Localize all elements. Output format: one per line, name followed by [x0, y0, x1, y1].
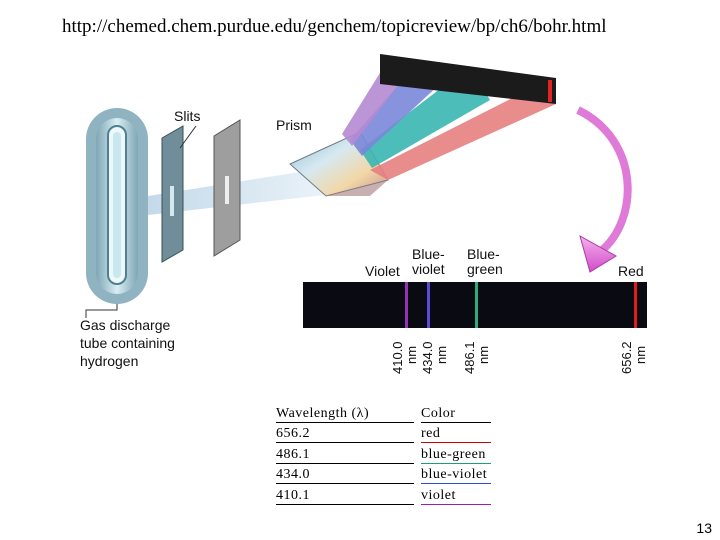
wavelength-cell: 434.0	[276, 463, 414, 484]
color-cell: violet	[421, 483, 491, 505]
blue-green-label-1: Blue-	[467, 246, 500, 262]
table-header-row: Wavelength (λ) Color	[276, 402, 491, 423]
wavelength-header: Wavelength (λ)	[276, 402, 414, 423]
color-cell: blue-violet	[421, 463, 491, 484]
curved-arrow	[576, 106, 632, 256]
tube-label-line-2: tube containing	[80, 335, 175, 351]
slits-pointer	[179, 125, 197, 149]
table-row: 434.0 blue-violet	[276, 463, 491, 484]
tube-label-line-1: Gas discharge	[80, 317, 170, 333]
tube-leader-line	[85, 304, 118, 318]
spectrum-line-656	[634, 282, 637, 328]
table-row: 656.2 red	[276, 422, 491, 443]
wavelength-434-unit: nm	[434, 346, 449, 364]
violet-label: Violet	[365, 263, 400, 279]
source-url: http://chemed.chem.purdue.edu/genchem/to…	[62, 16, 607, 37]
spectrum-line-486	[475, 282, 478, 328]
wavelength-656-unit: nm	[633, 346, 648, 364]
blue-violet-label-2: violet	[412, 261, 445, 277]
wavelength-cell: 656.2	[276, 422, 414, 443]
slit-1-opening	[170, 186, 174, 216]
table-row: 410.1 violet	[276, 483, 491, 505]
color-cell: blue-green	[421, 442, 491, 464]
wavelength-486-value: 486.1	[462, 341, 477, 374]
blue-green-label-2: green	[467, 261, 503, 277]
prism-shadow	[326, 180, 388, 196]
tube-label-line-3: hydrogen	[80, 353, 138, 369]
wavelength-434-value: 434.0	[420, 341, 435, 374]
upper-screen	[380, 54, 556, 104]
spectrum-line-434	[427, 282, 430, 328]
wavelength-656-value: 656.2	[619, 341, 634, 374]
color-cell: red	[421, 422, 491, 443]
wavelength-cell: 410.1	[276, 483, 414, 505]
ray-red	[370, 78, 556, 180]
red-label: Red	[618, 263, 644, 279]
discharge-tube	[86, 108, 148, 304]
curved-arrow-head	[579, 234, 617, 273]
table-row: 486.1 blue-green	[276, 442, 491, 464]
wavelength-cell: 486.1	[276, 442, 414, 464]
wavelength-410-unit: nm	[404, 346, 419, 364]
slit-2-opening	[225, 176, 229, 204]
slits-label: Slits	[174, 108, 200, 124]
wavelength-410-value: 410.0	[390, 341, 405, 374]
color-header: Color	[421, 402, 491, 423]
wavelength-color-table: Wavelength (λ) Color 656.2 red 486.1 blu…	[276, 402, 491, 505]
upper-screen-red-line	[548, 80, 552, 102]
blue-violet-label-1: Blue-	[412, 246, 445, 262]
page-number: 13	[696, 520, 712, 536]
wavelength-486-unit: nm	[476, 346, 491, 364]
prism-label: Prism	[276, 117, 312, 133]
hydrogen-spectrum-diagram: Slits Prism Gas discharge tube containin…	[80, 54, 648, 374]
spectrum-line-410	[405, 282, 408, 328]
